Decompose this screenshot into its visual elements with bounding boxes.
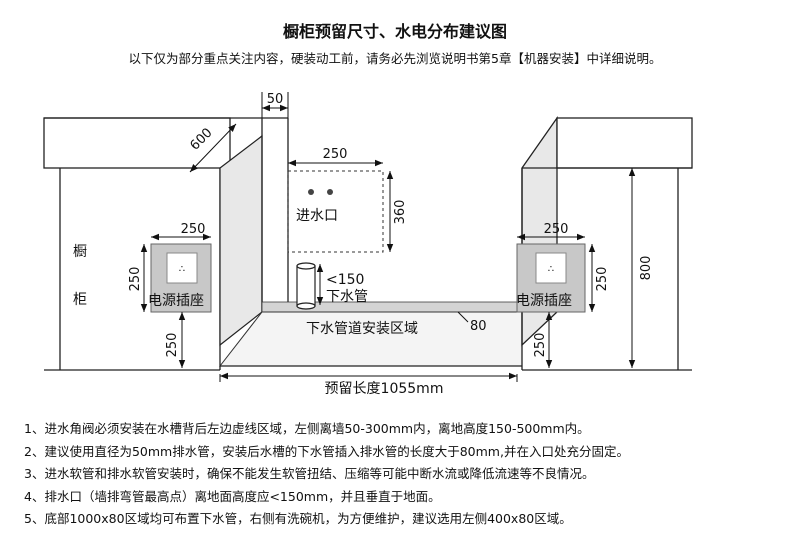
dim-left-socket-height-label: 250 (128, 267, 143, 292)
dim-inlet-height-label: 360 (393, 200, 408, 225)
drain-label: 下水管 (326, 289, 368, 305)
dim-wall-thickness-label: 50 (267, 92, 284, 107)
socket-label-left: 电源插座 (148, 293, 204, 309)
right-socket-icon: ∴ (548, 264, 554, 275)
drain-height-label: <150 (326, 272, 364, 288)
socket-label-right: 电源插座 (516, 293, 572, 309)
inlet-valve-dot (327, 189, 333, 195)
dim-depth-line (189, 123, 237, 173)
page-subtitle: 以下仅为部分重点关注内容，硬装动工前，请务必先浏览说明书第5章【机器安装】中详细… (128, 51, 662, 66)
dim-wall-thickness (261, 92, 289, 118)
cabinet-label: 柜 (73, 292, 87, 308)
drain-pipe (296, 262, 316, 310)
left-cabinet-side (219, 134, 263, 347)
back-wall (261, 117, 289, 312)
inlet-valve-dot (308, 189, 314, 195)
right-socket-icon (535, 252, 567, 284)
reserved-length-label: 预留长度1055mm (325, 381, 444, 397)
note-item: 5、底部1000x80区域均可布置下水管，右侧有洗碗机，为方便维护，建议选用左侧… (24, 511, 572, 526)
dim-left-socket-width-label: 250 (181, 222, 206, 237)
dim-inlet-width-label: 250 (323, 147, 348, 162)
dim-zone-depth-label: 80 (470, 319, 487, 334)
note-item: 4、排水口（墙排弯管最高点）离地面高度应<150mm，并且垂直于地面。 (24, 488, 441, 504)
inlet-zone (287, 170, 384, 253)
dim-left-socket-floor-label: 250 (165, 333, 180, 358)
note-item: 2、建议使用直径为50mm排水管，安装后水槽的下水管插入排水管的长度大于80mm… (24, 443, 629, 459)
inlet-label: 进水口 (296, 208, 338, 224)
cabinet-label: 橱 (73, 244, 87, 260)
notes-list: 1、进水角阀必须安装在水槽背后左边虚线区域，左侧离墙50-300mm内，离地高度… (24, 418, 784, 531)
page-title: 橱柜预留尺寸、水电分布建议图 (282, 22, 507, 41)
dim-right-socket-floor-label: 250 (533, 333, 548, 358)
note-item: 3、进水软管和排水软管安装时，确保不能发生软管扭结、压缩等可能中断水流或降低流速… (24, 466, 595, 481)
dim-zone-depth-leader (457, 311, 469, 323)
left-socket-icon (166, 252, 198, 284)
dim-cabinet-height-label: 800 (639, 256, 654, 281)
left-socket-icon: ∴ (179, 264, 185, 275)
dim-right-socket-height-label: 250 (595, 267, 610, 292)
note-item: 1、进水角阀必须安装在水槽背后左边虚线区域，左侧离墙50-300mm内，离地高度… (24, 421, 590, 436)
dim-right-socket-width-label: 250 (544, 222, 569, 237)
drain-zone-label: 下水管道安装区域 (306, 321, 418, 337)
